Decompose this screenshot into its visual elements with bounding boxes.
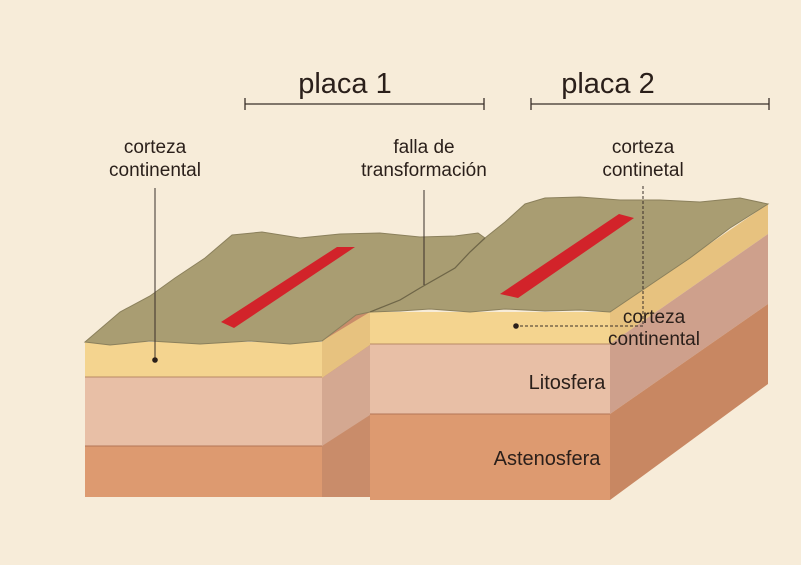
plate-2-crust-layer xyxy=(370,312,610,344)
transform-fault-line xyxy=(369,237,486,313)
plate-1-lithosphere-layer xyxy=(85,377,322,446)
plate-2-side-crust xyxy=(610,204,768,344)
crust-left-label-line1: corteza xyxy=(124,137,187,158)
plate-2-asthenosphere-layer xyxy=(370,414,610,500)
plate-1-bracket xyxy=(244,98,485,110)
plate-2-side-asthenosphere xyxy=(610,304,768,500)
crust-left-label-line2: continental xyxy=(109,160,201,181)
crust-right-front-label-line2: continental xyxy=(608,329,700,350)
ridge-segment-1 xyxy=(221,247,355,328)
dot-crust-right xyxy=(513,323,519,329)
plate-2-lithosphere-layer xyxy=(370,344,610,414)
dot-crust-left xyxy=(152,357,158,363)
plate-2-block xyxy=(369,196,770,500)
plate-2-bracket xyxy=(530,98,770,110)
crust-right-top-label-line1: corteza xyxy=(612,137,675,158)
ridge-segment-2 xyxy=(500,214,634,298)
plate-1-label: placa 1 xyxy=(298,68,392,100)
leader-crust-right xyxy=(518,186,644,327)
leader-lines xyxy=(154,186,644,358)
lithosphere-label: Litosfera xyxy=(529,372,607,394)
crust-right-front-label-line1: corteza xyxy=(623,307,686,328)
transform-fault-label-line1: falla de xyxy=(393,137,454,158)
asthenosphere-label: Astenosfera xyxy=(494,448,602,470)
plate-2-side-lithosphere xyxy=(610,234,768,414)
plate-1-asthenosphere-layer xyxy=(85,446,322,497)
crust-right-top-label-line2: continetal xyxy=(602,160,683,181)
transform-fault-label-line2: transformación xyxy=(361,160,487,181)
plate-2-label: placa 2 xyxy=(561,68,655,100)
plate-1-crust-layer xyxy=(85,342,322,377)
plate-1-block xyxy=(83,231,486,497)
